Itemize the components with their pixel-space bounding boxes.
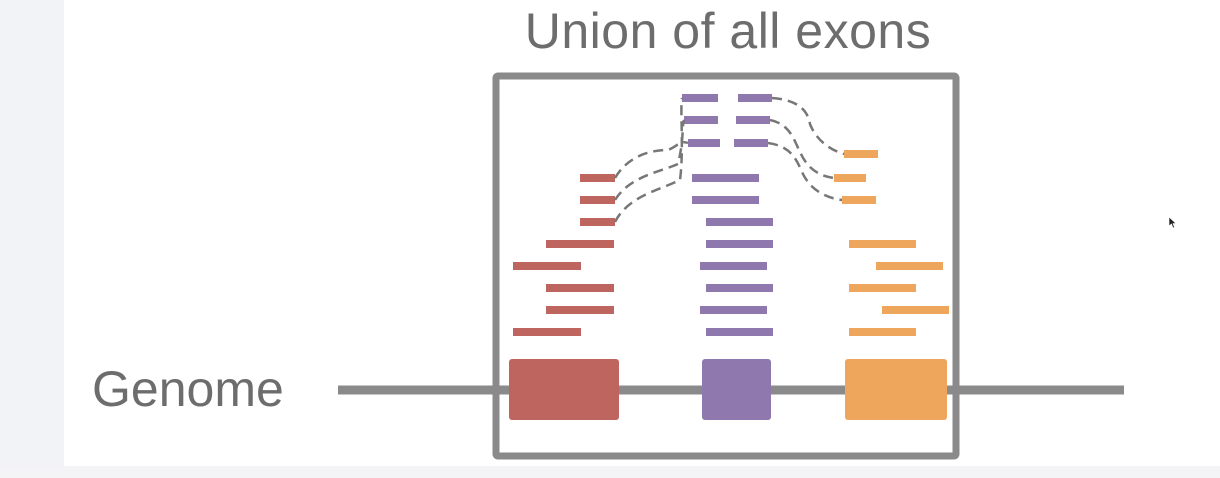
purple-reads: [682, 94, 773, 336]
red-reads: [513, 174, 615, 336]
diagram-title: Union of all exons: [524, 3, 932, 59]
union-box: [492, 72, 960, 460]
red-exon-block: [509, 359, 619, 420]
cursor-icon: [1168, 216, 1177, 234]
orange-reads: [834, 150, 949, 336]
splice-dashes: [613, 96, 845, 223]
genome-label: Genome: [92, 361, 284, 417]
slide-bottom-margin: [0, 466, 1220, 478]
orange-exon-block: [845, 359, 947, 420]
purple-exon-block: [702, 359, 771, 420]
slide-left-margin: [0, 0, 64, 478]
